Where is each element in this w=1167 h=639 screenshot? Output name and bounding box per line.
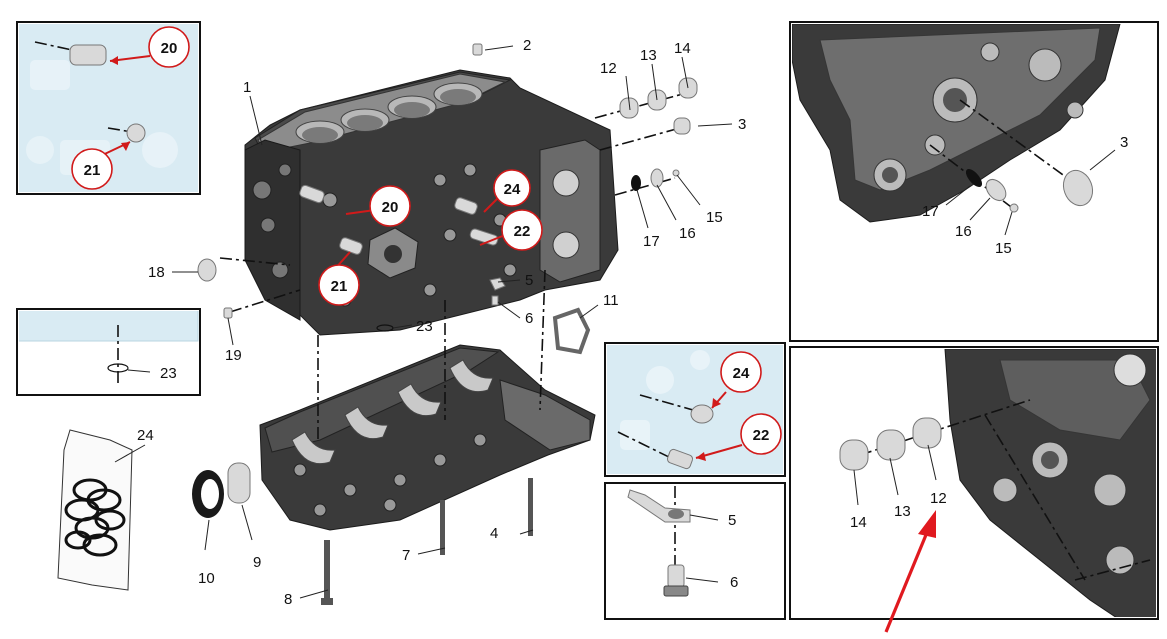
callout-20: 20 [161, 40, 178, 57]
label-13-inset: 13 [894, 503, 911, 520]
callout-22-center: 22 [753, 427, 770, 444]
inset-top-right: 3 17 16 15 [789, 21, 1159, 342]
label-part-12: 12 [600, 60, 617, 77]
inset-top-left: 20 21 [16, 21, 201, 195]
label-23: 23 [160, 365, 177, 382]
inset-mid-left: 23 [16, 308, 201, 396]
inset-center: 24 22 [604, 342, 786, 477]
label-part-15: 15 [706, 209, 723, 226]
label-3-inset: 3 [1120, 134, 1128, 151]
label-24-bag: 24 [137, 427, 154, 444]
callout-21-main: 21 [331, 278, 348, 295]
label-part-6: 6 [525, 310, 533, 327]
label-part-13: 13 [640, 47, 657, 64]
callout-24-main: 24 [504, 181, 521, 198]
label-part-16: 16 [679, 225, 696, 242]
label-part-17: 17 [643, 233, 660, 250]
inset-bottom-right: 14 13 12 [789, 346, 1159, 620]
label-17-inset: 17 [922, 203, 939, 220]
callout-20-main: 20 [382, 199, 399, 216]
label-part-18: 18 [148, 264, 165, 281]
callout-24-center: 24 [733, 365, 750, 382]
label-5-inset: 5 [728, 512, 736, 529]
label-part-1: 1 [243, 79, 251, 96]
label-part-19: 19 [225, 347, 242, 364]
label-6-inset: 6 [730, 574, 738, 591]
label-part-11: 11 [603, 292, 619, 309]
label-12-inset: 12 [930, 490, 947, 507]
label-16-inset: 16 [955, 223, 972, 240]
label-part-14: 14 [674, 40, 691, 57]
main-exploded-view: 1 2 3 4 5 6 7 8 9 10 11 12 13 14 15 16 1… [148, 37, 746, 608]
label-part-10: 10 [198, 570, 215, 587]
label-part-3: 3 [738, 116, 746, 133]
label-14-inset: 14 [850, 514, 867, 531]
callout-22-main: 22 [514, 223, 531, 240]
label-part-7: 7 [402, 547, 410, 564]
label-part-23: 23 [416, 318, 433, 335]
label-part-4: 4 [490, 525, 498, 542]
red-pointer-arrow [884, 510, 936, 633]
label-part-9: 9 [253, 554, 261, 571]
inset-bottom-center: 5 6 [604, 482, 786, 620]
callout-21: 21 [84, 162, 101, 179]
label-part-5: 5 [525, 272, 533, 289]
label-part-2: 2 [523, 37, 531, 54]
o-ring-bag: 24 [57, 427, 154, 591]
label-part-8: 8 [284, 591, 292, 608]
label-15-inset: 15 [995, 240, 1012, 257]
